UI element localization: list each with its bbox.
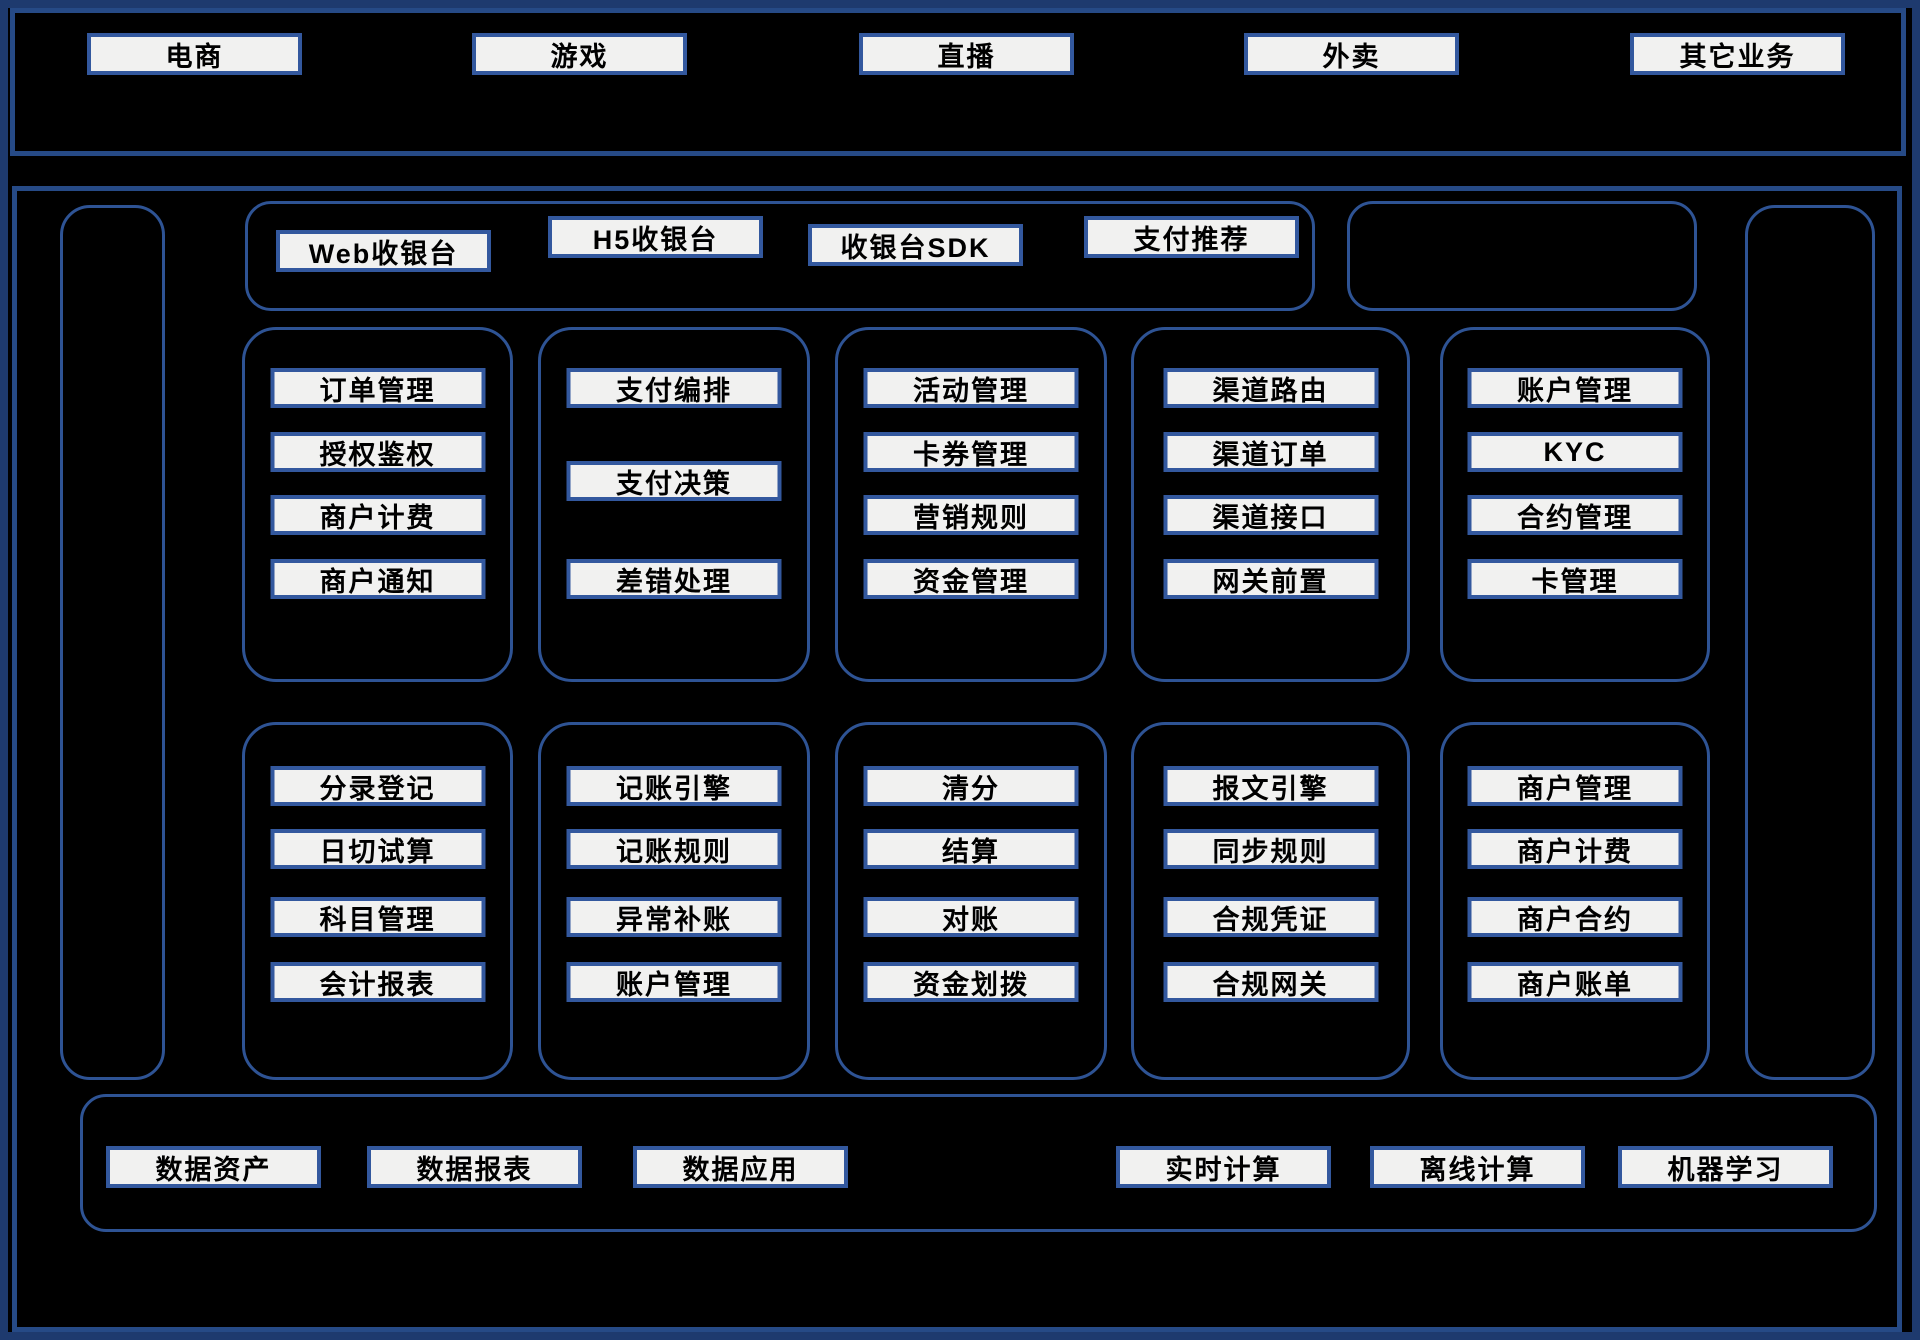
module-box: 结算	[863, 829, 1079, 869]
left-sidebar-panel	[60, 205, 165, 1080]
module-box: 同步规则	[1163, 829, 1378, 869]
cashier-panel: Web收银台 H5收银台 收银台SDK 支付推荐	[245, 201, 1315, 311]
module-box: 支付编排	[566, 368, 782, 408]
module-box: 异常补账	[566, 897, 782, 937]
module-box: 商户通知	[270, 559, 485, 599]
upper-column-channel: 渠道路由 渠道订单 渠道接口 网关前置	[1131, 327, 1410, 682]
module-box: 网关前置	[1163, 559, 1378, 599]
module-box: 合规网关	[1163, 962, 1378, 1002]
module-box: 资金管理	[863, 559, 1079, 599]
business-layer-section: 电商 游戏 直播 外卖 其它业务	[10, 8, 1906, 156]
module-box: 账户管理	[566, 962, 782, 1002]
module-box: 授权鉴权	[270, 432, 485, 472]
module-box: 合约管理	[1467, 495, 1683, 535]
business-box: 直播	[859, 33, 1074, 75]
platform-section: Web收银台 H5收银台 收银台SDK 支付推荐 订单管理 授权鉴权 商户计费 …	[12, 186, 1902, 1332]
business-box: 其它业务	[1630, 33, 1845, 75]
module-box: 商户管理	[1467, 766, 1683, 806]
lower-column-accounting: 记账引擎 记账规则 异常补账 账户管理	[538, 722, 810, 1080]
top-right-empty-panel	[1347, 201, 1697, 311]
upper-column-marketing: 活动管理 卡券管理 营销规则 资金管理	[835, 327, 1107, 682]
lower-column-clearing: 清分 结算 对账 资金划拨	[835, 722, 1107, 1080]
upper-column-payment: 支付编排 支付决策 差错处理	[538, 327, 810, 682]
data-box: 数据资产	[106, 1146, 321, 1188]
module-box: 活动管理	[863, 368, 1079, 408]
data-box: 数据应用	[633, 1146, 848, 1188]
module-box: KYC	[1467, 432, 1683, 472]
module-box: 营销规则	[863, 495, 1079, 535]
module-box: 渠道路由	[1163, 368, 1378, 408]
module-box: 渠道接口	[1163, 495, 1378, 535]
module-box: 卡管理	[1467, 559, 1683, 599]
module-box: 对账	[863, 897, 1079, 937]
module-box: 清分	[863, 766, 1079, 806]
cashier-box: H5收银台	[548, 216, 763, 258]
data-box: 数据报表	[367, 1146, 582, 1188]
data-box: 机器学习	[1618, 1146, 1833, 1188]
module-box: 合规凭证	[1163, 897, 1378, 937]
upper-column-order: 订单管理 授权鉴权 商户计费 商户通知	[242, 327, 513, 682]
module-box: 分录登记	[270, 766, 485, 806]
lower-column-merchant: 商户管理 商户计费 商户合约 商户账单	[1440, 722, 1710, 1080]
upper-column-account: 账户管理 KYC 合约管理 卡管理	[1440, 327, 1710, 682]
module-box: 订单管理	[270, 368, 485, 408]
module-box: 商户账单	[1467, 962, 1683, 1002]
data-platform-panel: 数据资产 数据报表 数据应用 实时计算 离线计算 机器学习	[80, 1094, 1877, 1232]
module-box: 商户合约	[1467, 897, 1683, 937]
module-box: 记账规则	[566, 829, 782, 869]
cashier-box: 支付推荐	[1084, 216, 1299, 258]
module-box: 支付决策	[566, 461, 782, 501]
module-box: 商户计费	[1467, 829, 1683, 869]
cashier-box: Web收银台	[276, 230, 491, 272]
business-box: 外卖	[1244, 33, 1459, 75]
module-box: 资金划拨	[863, 962, 1079, 1002]
data-box: 实时计算	[1116, 1146, 1331, 1188]
module-box: 账户管理	[1467, 368, 1683, 408]
right-sidebar-panel	[1745, 205, 1875, 1080]
business-box: 游戏	[472, 33, 687, 75]
module-box: 卡券管理	[863, 432, 1079, 472]
module-box: 日切试算	[270, 829, 485, 869]
module-box: 差错处理	[566, 559, 782, 599]
data-box: 离线计算	[1370, 1146, 1585, 1188]
lower-column-ledger: 分录登记 日切试算 科目管理 会计报表	[242, 722, 513, 1080]
lower-column-compliance: 报文引擎 同步规则 合规凭证 合规网关	[1131, 722, 1410, 1080]
business-box: 电商	[87, 33, 302, 75]
module-box: 科目管理	[270, 897, 485, 937]
cashier-box: 收银台SDK	[808, 224, 1023, 266]
module-box: 报文引擎	[1163, 766, 1378, 806]
module-box: 记账引擎	[566, 766, 782, 806]
module-box: 商户计费	[270, 495, 485, 535]
module-box: 会计报表	[270, 962, 485, 1002]
module-box: 渠道订单	[1163, 432, 1378, 472]
